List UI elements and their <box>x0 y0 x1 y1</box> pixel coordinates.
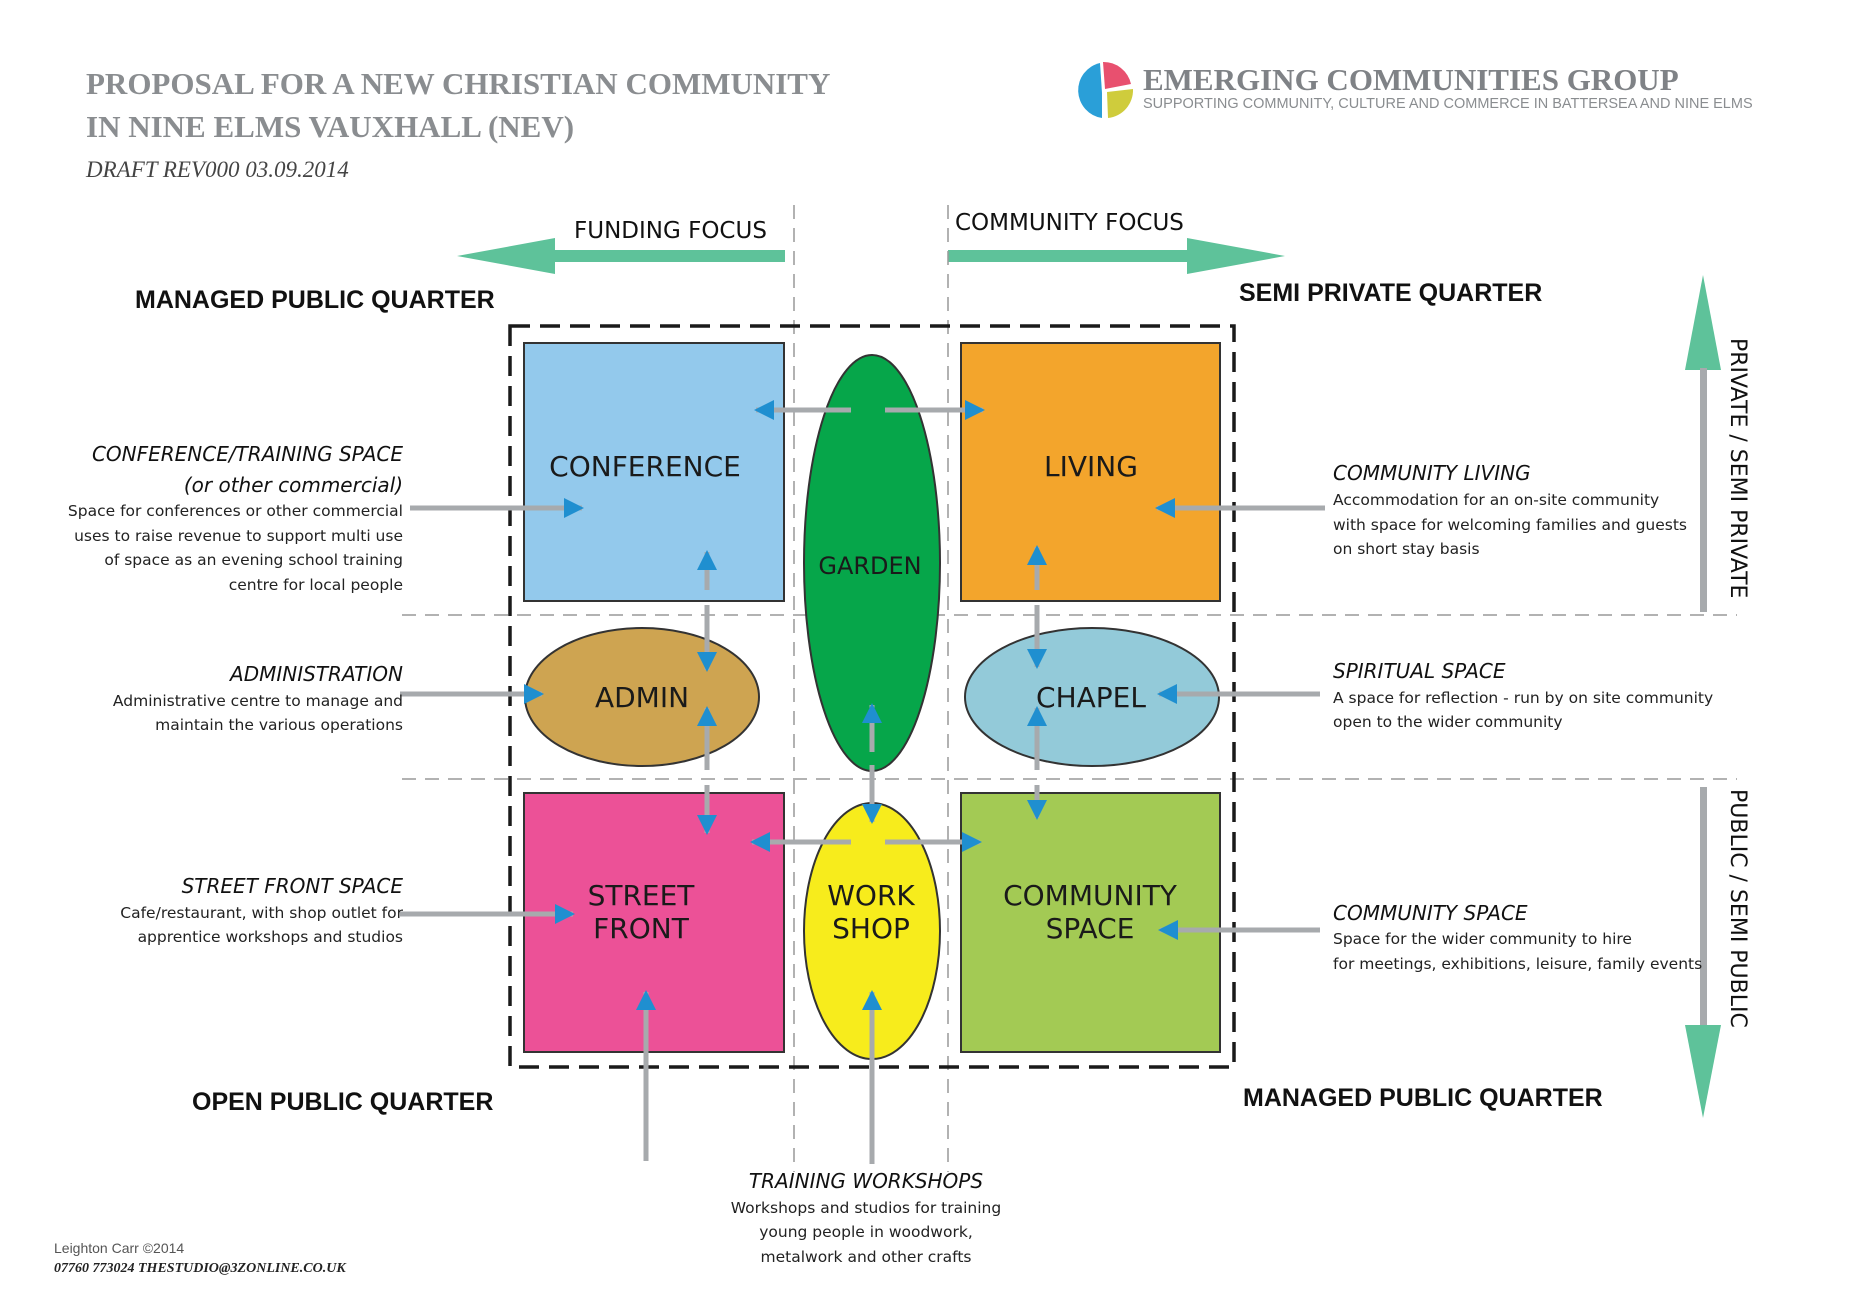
quarter-label-top-left: MANAGED PUBLIC QUARTER <box>135 286 495 314</box>
title-line-1: PROPOSAL FOR A NEW CHRISTIAN COMMUNITY <box>86 66 830 101</box>
living-label: LIVING <box>1044 450 1138 483</box>
svg-text:STREET FRONT SPACE: STREET FRONT SPACE <box>182 874 404 898</box>
svg-text:Space for the wider community: Space for the wider community to hire <box>1333 930 1632 948</box>
street-front-label-line1: STREET <box>588 879 696 912</box>
chapel-label: CHAPEL <box>1036 681 1146 714</box>
street-description: STREET FRONT SPACE Cafe/restaurant, with… <box>120 874 403 946</box>
svg-text:for meetings, exhibitions, lei: for meetings, exhibitions, leisure, fami… <box>1333 955 1702 973</box>
quarter-label-top-right: SEMI PRIVATE QUARTER <box>1239 279 1542 307</box>
credit-text: Leighton Carr ©2014 <box>54 1240 184 1256</box>
conference-label: CONFERENCE <box>549 450 741 483</box>
private-semi-private-label: PRIVATE / SEMI PRIVATE <box>1725 338 1750 598</box>
svg-text:Workshops and studios for trai: Workshops and studios for training <box>731 1199 1001 1217</box>
living-block <box>960 342 1221 602</box>
logo-name: EMERGING COMMUNITIES GROUP <box>1143 62 1679 97</box>
community-description: COMMUNITY SPACE Space for the wider comm… <box>1333 901 1702 973</box>
svg-text:Accommodation for an on-site c: Accommodation for an on-site community <box>1333 491 1659 509</box>
svg-text:open to the wider community: open to the wider community <box>1333 713 1563 731</box>
conference-block <box>523 342 785 602</box>
svg-text:COMMUNITY LIVING: COMMUNITY LIVING <box>1333 461 1531 485</box>
public-axis-arrow <box>1685 787 1721 1118</box>
svg-text:Space for conferences or other: Space for conferences or other commercia… <box>68 502 403 520</box>
workshop-label-line1: WORK <box>827 879 915 912</box>
svg-text:centre for local people: centre for local people <box>229 576 403 594</box>
draft-revision: DRAFT REV000 03.09.2014 <box>85 157 349 182</box>
funding-focus-arrow <box>457 238 785 274</box>
svg-text:Administrative centre to manag: Administrative centre to manage and <box>113 692 403 710</box>
community-space-label-line1: COMMUNITY <box>1003 879 1178 912</box>
svg-text:ADMINISTRATION: ADMINISTRATION <box>228 662 403 686</box>
training-description: TRAINING WORKSHOPS Workshops and studios… <box>731 1169 1001 1266</box>
svg-text:TRAINING WORKSHOPS: TRAINING WORKSHOPS <box>749 1169 983 1193</box>
community-focus-label: COMMUNITY FOCUS <box>955 210 1184 236</box>
private-axis-arrow <box>1685 275 1721 612</box>
ecg-logo-icon <box>1078 61 1134 118</box>
community-space-label-line2: SPACE <box>1046 912 1135 945</box>
svg-text:metalwork and other crafts: metalwork and other crafts <box>761 1248 972 1266</box>
svg-text:of space as an evening school: of space as an evening school training <box>104 551 403 569</box>
admin-label: ADMIN <box>595 681 689 714</box>
garden-label: GARDEN <box>818 552 921 580</box>
svg-text:with space for welcoming famil: with space for welcoming families and gu… <box>1333 516 1687 534</box>
svg-text:A space for reflection - run b: A space for reflection - run by on site … <box>1333 689 1713 707</box>
living-description: COMMUNITY LIVING Accommodation for an on… <box>1333 461 1687 558</box>
svg-text:uses to raise revenue to suppo: uses to raise revenue to support multi u… <box>74 527 403 545</box>
svg-text:SPIRITUAL SPACE: SPIRITUAL SPACE <box>1333 659 1506 683</box>
svg-text:young people in woodwork,: young people in woodwork, <box>759 1223 973 1241</box>
title-line-2: IN NINE ELMS VAUXHALL (NEV) <box>86 109 574 144</box>
svg-text:on short stay basis: on short stay basis <box>1333 540 1480 558</box>
contact-text: 07760 773024 THESTUDIO@3ZONLINE.CO.UK <box>54 1261 347 1276</box>
external-connectors <box>400 498 1325 1164</box>
svg-text:apprentice workshops and studi: apprentice workshops and studios <box>138 928 403 946</box>
community-focus-arrow <box>948 238 1285 274</box>
street-front-label-line2: FRONT <box>593 912 690 945</box>
svg-text:Cafe/restaurant, with shop out: Cafe/restaurant, with shop outlet for <box>120 904 403 922</box>
svg-text:maintain the various operation: maintain the various operations <box>155 716 403 734</box>
workshop-label-line2: SHOP <box>832 912 910 945</box>
quarter-label-bottom-right: MANAGED PUBLIC QUARTER <box>1243 1084 1603 1112</box>
public-semi-public-label: PUBLIC / SEMI PUBLIC <box>1725 789 1750 1028</box>
funding-focus-label: FUNDING FOCUS <box>574 218 767 244</box>
svg-text:CONFERENCE/TRAINING SPACE: CONFERENCE/TRAINING SPACE <box>92 442 403 466</box>
spiritual-description: SPIRITUAL SPACE A space for reflection -… <box>1333 659 1713 731</box>
logo-tagline: SUPPORTING COMMUNITY, CULTURE AND COMMER… <box>1143 96 1753 112</box>
internal-connectors <box>697 400 1047 852</box>
conference-description: CONFERENCE/TRAINING SPACE (or other comm… <box>68 442 403 594</box>
svg-text:(or other commercial): (or other commercial) <box>184 473 403 497</box>
grid-guides <box>402 205 1737 1172</box>
admin-description: ADMINISTRATION Administrative centre to … <box>113 662 403 734</box>
quarter-label-bottom-left: OPEN PUBLIC QUARTER <box>192 1088 493 1116</box>
svg-text:COMMUNITY SPACE: COMMUNITY SPACE <box>1333 901 1528 925</box>
